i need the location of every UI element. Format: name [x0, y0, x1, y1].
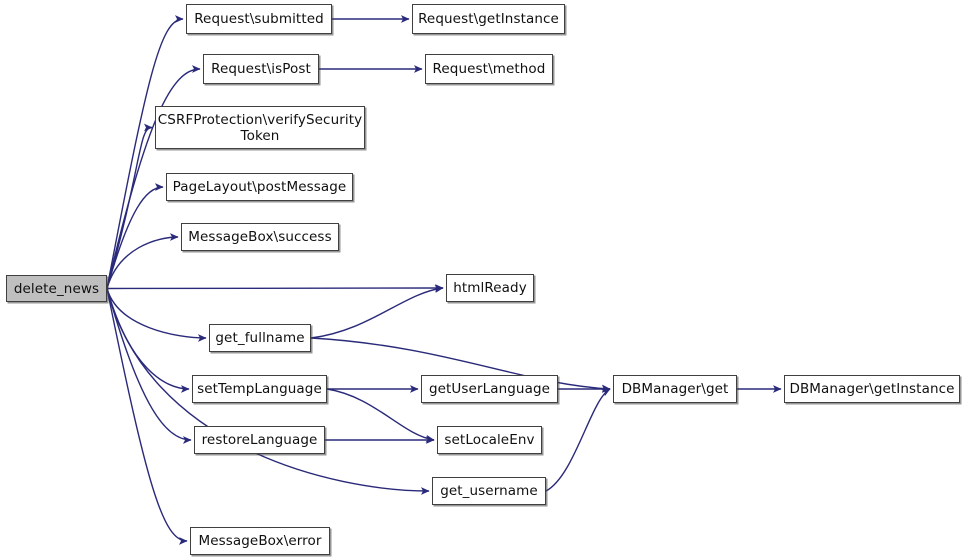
graph-node-dbmanager_getinst[interactable]: DBManager\getInstance [784, 375, 960, 403]
graph-node-label: getUserLanguage [428, 381, 551, 397]
graph-node-request_submitted[interactable]: Request\submitted [186, 4, 332, 34]
graph-node-label: setLocaleEnv [444, 432, 535, 448]
graph-node-label: DBManager\get [621, 381, 729, 397]
graph-node-request_getinstance[interactable]: Request\getInstance [412, 4, 565, 34]
graph-node-get_fullname[interactable]: get_fullname [209, 324, 311, 352]
graph-node-label: DBManager\getInstance [789, 381, 955, 397]
graph-node-label: CSRFProtection\verifySecurity Token [157, 111, 363, 144]
graph-node-delete_news[interactable]: delete_news [6, 275, 107, 302]
graph-edge-delete_news-to-pagelayout_post [106, 183, 164, 289]
graph-node-label: restoreLanguage [201, 432, 318, 448]
graph-node-pagelayout_post[interactable]: PageLayout\postMessage [166, 173, 353, 201]
graph-edge-delete_news-to-request_submitted [106, 15, 184, 289]
graph-node-setlocaleenv[interactable]: setLocaleEnv [437, 426, 542, 454]
graph-node-htmlready[interactable]: htmlReady [446, 274, 534, 302]
graph-node-request_ispost[interactable]: Request\isPost [203, 54, 319, 84]
graph-node-label: Request\getInstance [418, 11, 559, 27]
graph-node-csrf_verify[interactable]: CSRFProtection\verifySecurity Token [155, 106, 365, 149]
graph-node-label: PageLayout\postMessage [172, 179, 347, 195]
graph-node-label: Request\isPost [211, 61, 311, 77]
graph-node-label: MessageBox\success [188, 229, 332, 245]
graph-node-label: Request\method [432, 61, 546, 77]
graph-node-getuserlanguage[interactable]: getUserLanguage [421, 375, 558, 403]
graph-edge-delete_news-to-csrf_verify [106, 123, 153, 289]
graph-edge-delete_news-to-msgbox_error [106, 288, 188, 545]
graph-node-label: htmlReady [453, 280, 527, 296]
graph-edge-delete_news-to-settemplanguage [106, 288, 190, 393]
graph-node-label: Request\submitted [194, 11, 324, 27]
graph-node-restorelanguage[interactable]: restoreLanguage [194, 426, 325, 454]
graph-node-dbmanager_get[interactable]: DBManager\get [613, 375, 737, 403]
graph-edge-get_username-to-dbmanager_get [545, 388, 611, 492]
graph-node-label: MessageBox\error [198, 533, 322, 549]
graph-node-label: get_fullname [215, 330, 305, 346]
graph-node-settemplanguage[interactable]: setTempLanguage [192, 375, 327, 403]
graph-node-label: get_username [440, 483, 538, 499]
graph-edge-delete_news-to-restorelanguage [106, 288, 192, 444]
graph-node-label: setTempLanguage [197, 381, 322, 397]
graph-node-msgbox_success[interactable]: MessageBox\success [181, 223, 339, 251]
graph-node-msgbox_error[interactable]: MessageBox\error [190, 527, 330, 555]
graph-node-label: delete_news [13, 280, 100, 297]
graph-edge-get_fullname-to-htmlready [310, 285, 444, 339]
graph-edge-delete_news-to-htmlready [106, 284, 444, 292]
graph-edge-delete_news-to-get_fullname [106, 288, 207, 342]
graph-edge-delete_news-to-msgbox_success [106, 233, 179, 289]
graph-edge-settemplanguage-to-setlocaleenv [326, 388, 435, 443]
graph-node-request_method[interactable]: Request\method [425, 54, 553, 84]
graph-node-get_username[interactable]: get_username [432, 477, 546, 505]
